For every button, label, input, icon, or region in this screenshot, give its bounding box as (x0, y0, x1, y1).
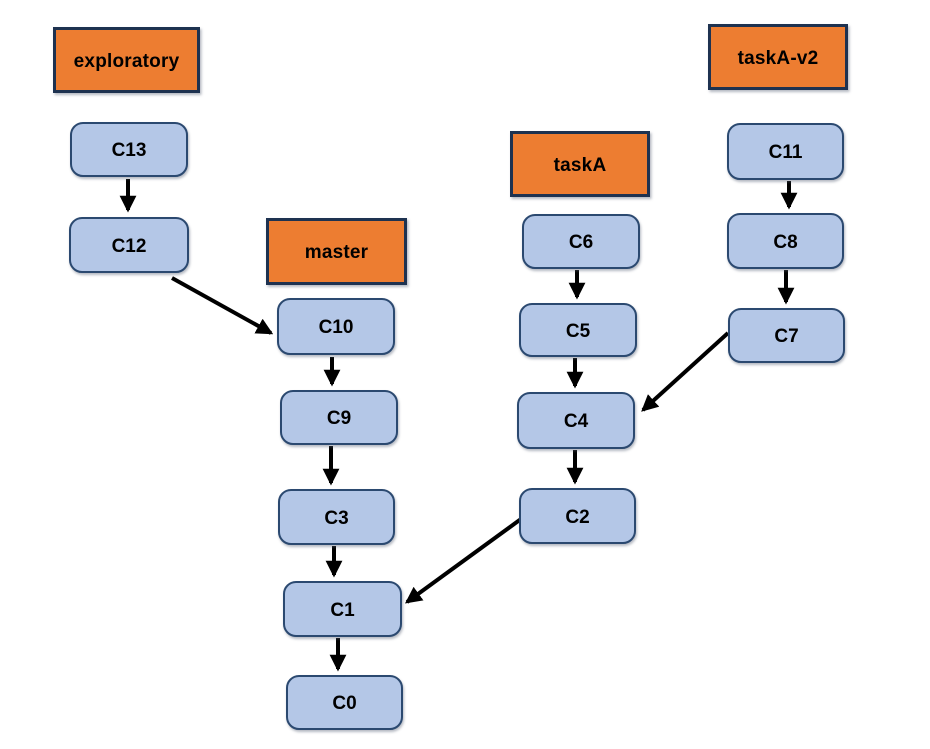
commit-label-text: C4 (563, 411, 589, 432)
edge-arrow-c2-to-c1 (404, 517, 523, 604)
edge-arrow-c7-to-c4 (641, 331, 730, 412)
commit-node-c0: C0 (286, 675, 403, 730)
commit-label-text: C13 (111, 140, 147, 161)
commit-label-text: C1 (330, 599, 355, 621)
commit-label-text: C3 (324, 507, 349, 529)
commit-node-c6: C6 (522, 214, 640, 269)
branch-label-master: master (266, 218, 407, 285)
commit-label-text: C9 (326, 408, 352, 429)
commit-node-c12: C12 (69, 217, 189, 273)
branch-label-text: taskA (553, 154, 607, 176)
commit-label-text: C8 (773, 231, 798, 253)
commit-label-text: C11 (768, 142, 803, 163)
branch-label-exploratory: exploratory (53, 27, 200, 93)
commit-node-c5: C5 (519, 303, 637, 357)
commit-label-text: C5 (565, 320, 591, 342)
commit-label-text: C0 (332, 693, 357, 714)
commit-node-c13: C13 (70, 122, 188, 177)
edge-arrow-c12-to-c10 (171, 276, 274, 335)
commit-label-text: C7 (774, 326, 799, 347)
commit-node-c1: C1 (283, 581, 402, 637)
commit-label-text: C10 (318, 317, 354, 338)
commit-node-c10: C10 (277, 298, 395, 355)
commit-node-c4: C4 (517, 392, 635, 449)
commit-node-c7: C7 (728, 308, 845, 363)
commit-node-c11: C11 (727, 123, 844, 180)
branch-label-text: taskA-v2 (737, 47, 819, 69)
branch-label-taskA-v2: taskA-v2 (708, 24, 848, 90)
commit-label-text: C12 (111, 235, 147, 257)
commit-node-c9: C9 (280, 390, 398, 445)
branch-label-text: master (304, 242, 369, 263)
branch-label-taskA: taskA (510, 131, 650, 197)
commit-label-text: C2 (565, 506, 590, 528)
commit-label-text: C6 (568, 232, 594, 253)
branch-label-text: exploratory (73, 50, 180, 72)
commit-node-c2: C2 (519, 488, 636, 544)
commit-node-c3: C3 (278, 489, 395, 545)
commit-node-c8: C8 (727, 213, 844, 269)
